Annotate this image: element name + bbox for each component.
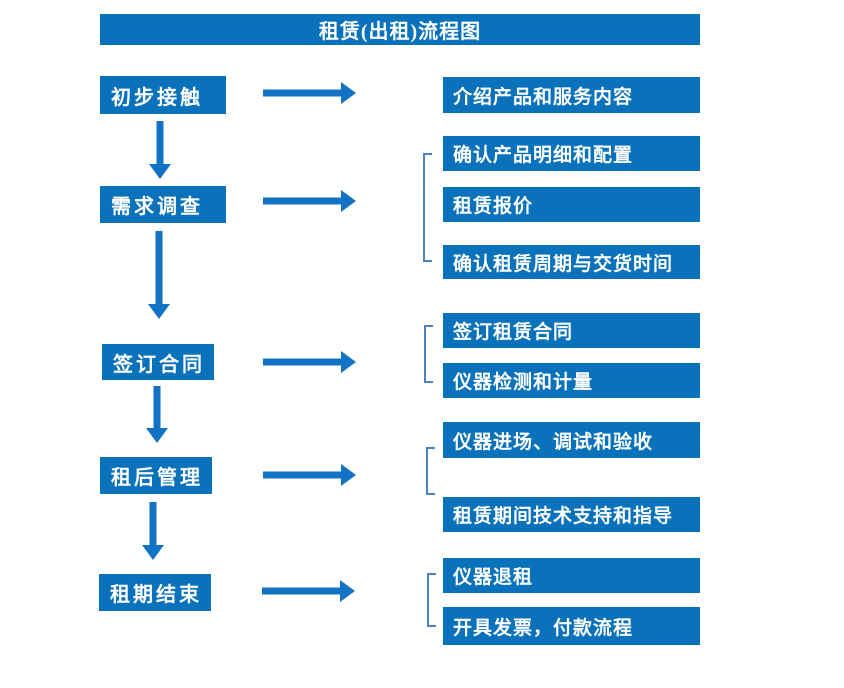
down-arrow-head: [142, 545, 164, 560]
group-bracket-sign-contract: [424, 325, 433, 383]
down-arrow-2: [147, 231, 171, 319]
down-arrow-4: [141, 502, 165, 560]
right-arrow-1: [263, 81, 356, 105]
right-arrow-head: [341, 464, 356, 486]
right-arrow-shaft: [262, 587, 342, 595]
down-arrow-shaft: [155, 231, 163, 305]
right-arrow-head: [341, 82, 356, 104]
output-box-invoice-payment-process: 开具发票，付款流程: [443, 607, 700, 645]
right-arrow-shaft: [263, 197, 343, 205]
right-arrow-4: [263, 463, 356, 487]
output-box-instrument-testing-metering: 仪器检测和计量: [443, 363, 700, 398]
down-arrow-head: [149, 164, 171, 179]
flowchart-title-bar: 租赁(出租)流程图: [100, 14, 700, 45]
right-arrow-5: [262, 579, 355, 603]
right-arrow-head: [341, 190, 356, 212]
right-arrow-2: [263, 189, 356, 213]
output-box-confirm-product-details: 确认产品明细和配置: [443, 136, 700, 171]
right-arrow-shaft: [263, 471, 343, 479]
down-arrow-head: [146, 428, 168, 443]
output-box-rental-quotation: 租赁报价: [443, 187, 700, 222]
right-arrow-head: [341, 351, 356, 373]
down-arrow-shaft: [156, 121, 164, 165]
step-box-post-rental-management: 租后管理: [100, 457, 212, 494]
output-box-tech-support-guidance: 租赁期间技术支持和指导: [443, 497, 700, 532]
down-arrow-head: [148, 304, 170, 319]
down-arrow-shaft: [149, 502, 157, 546]
flowchart-title: 租赁(出租)流程图: [318, 21, 482, 43]
group-bracket-rental-end: [427, 573, 436, 627]
output-box-sign-rental-contract: 签订租赁合同: [443, 313, 700, 348]
step-box-sign-contract: 签订合同: [102, 344, 214, 380]
group-bracket-post-rental: [426, 447, 435, 495]
step-box-rental-end: 租期结束: [99, 574, 211, 611]
down-arrow-3: [145, 386, 169, 443]
right-arrow-shaft: [263, 358, 343, 366]
right-arrow-3: [263, 350, 356, 374]
right-arrow-head: [340, 580, 355, 602]
group-bracket-demand-survey: [423, 153, 432, 262]
down-arrow-1: [148, 121, 172, 179]
step-box-initial-contact: 初步接触: [100, 76, 226, 114]
output-box-instrument-return: 仪器退租: [443, 558, 700, 593]
down-arrow-shaft: [153, 386, 161, 429]
right-arrow-shaft: [263, 89, 343, 97]
output-box-confirm-period-delivery: 确认租赁周期与交货时间: [443, 245, 700, 279]
output-box-instrument-entry-debug-acceptance: 仪器进场、调试和验收: [443, 422, 700, 458]
step-box-demand-survey: 需求调查: [100, 186, 226, 223]
output-box-introduce-products-services: 介绍产品和服务内容: [443, 77, 700, 113]
